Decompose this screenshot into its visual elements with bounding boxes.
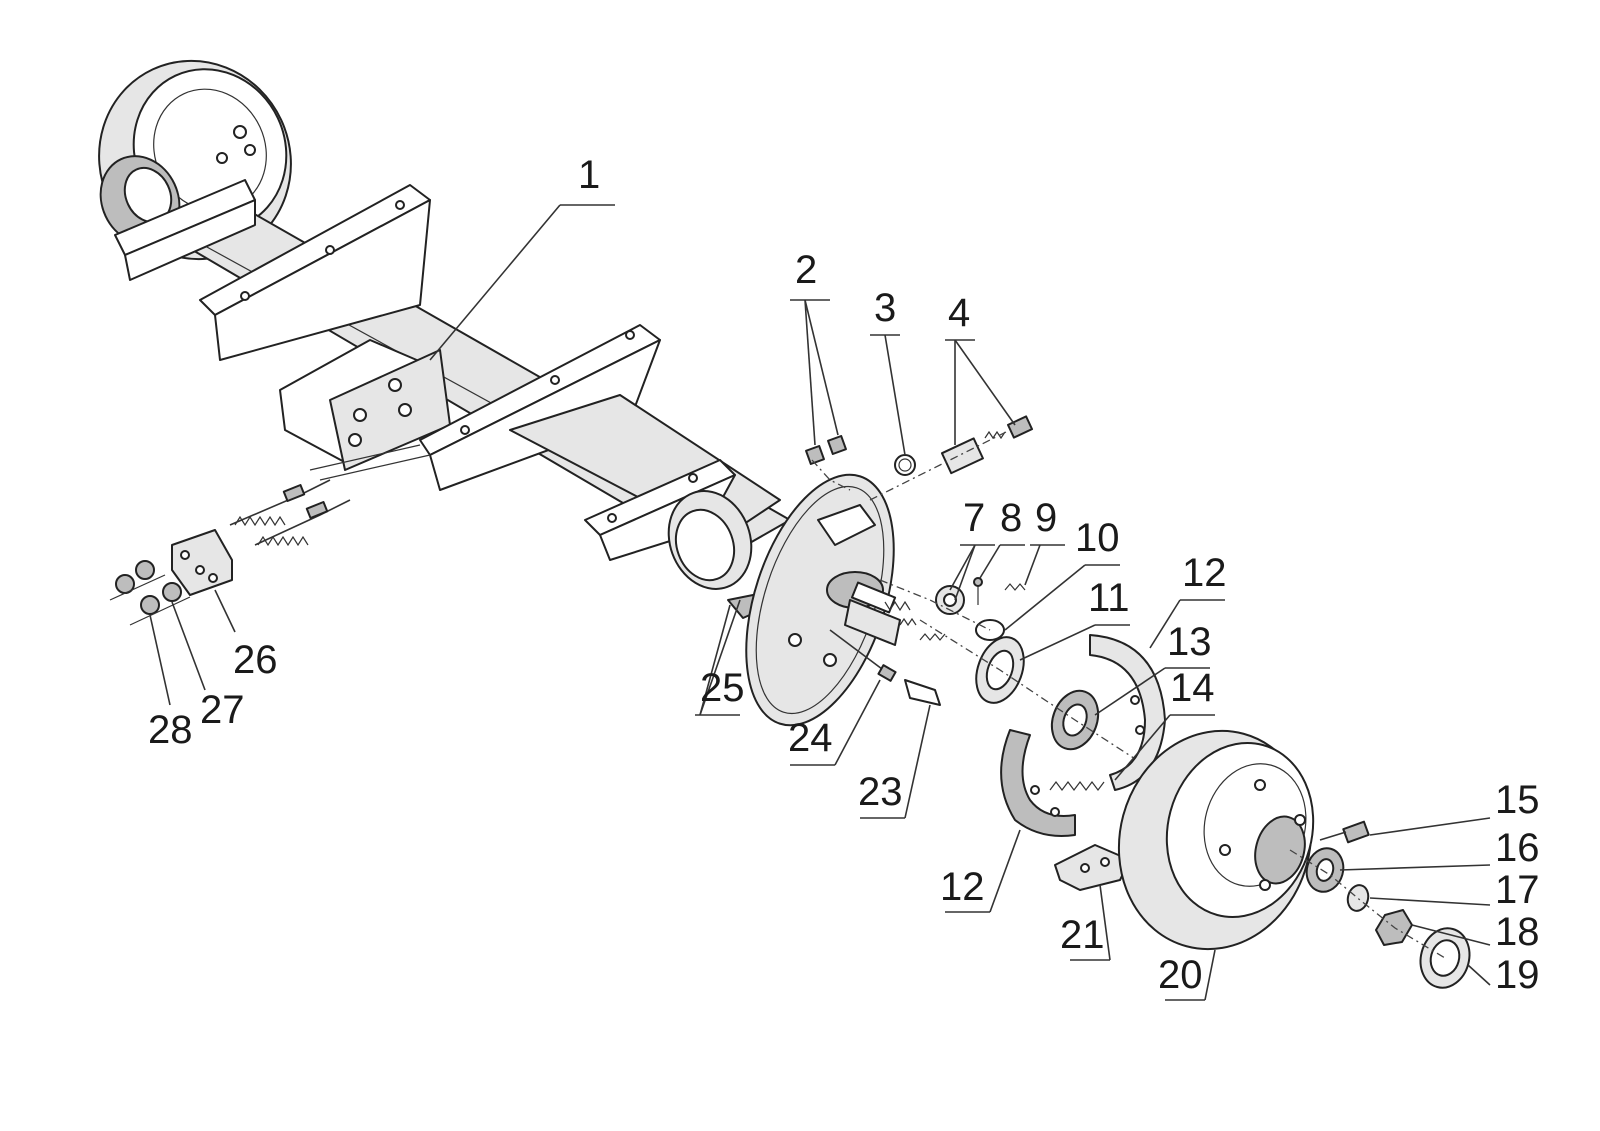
callout-4: 4	[948, 291, 971, 335]
bolts-and-spring-group	[805, 415, 1034, 501]
beam-end-cap	[667, 490, 762, 619]
callout-27: 27	[200, 688, 245, 732]
brake-backing-plate	[745, 473, 911, 727]
inner-bearing	[919, 619, 1161, 776]
brake-shoe-lower	[1000, 729, 1076, 837]
callout-26: 26	[233, 638, 278, 682]
callout-19: 19	[1495, 953, 1540, 997]
callout-11: 11	[1088, 576, 1130, 620]
callout-1: 1	[578, 153, 601, 197]
callout-21: 21	[1060, 913, 1105, 957]
callout-13: 13	[1167, 620, 1212, 664]
brake-drum-hub	[1117, 729, 1315, 951]
callout-15: 15	[1495, 778, 1540, 822]
brake-cables	[229, 479, 351, 547]
callout-18: 18	[1495, 910, 1540, 954]
callout-9: 9	[1035, 496, 1058, 540]
callout-12-upper: 12	[1182, 551, 1227, 595]
hub-fasteners	[1289, 820, 1471, 989]
callout-8: 8	[1000, 496, 1023, 540]
leader-lines	[149, 204, 1491, 1001]
callout-14: 14	[1170, 666, 1215, 710]
callout-20: 20	[1158, 953, 1203, 997]
callout-12-lower: 12	[940, 865, 985, 909]
callout-24: 24	[788, 716, 833, 760]
brake-shoe-upper	[1089, 634, 1166, 791]
callout-23: 23	[858, 770, 903, 814]
callout-10: 10	[1075, 516, 1120, 560]
axle-frame	[114, 179, 791, 561]
callout-3: 3	[874, 286, 897, 330]
callout-2: 2	[795, 248, 818, 292]
adjuster-parts	[879, 577, 1026, 641]
callout-7: 7	[963, 496, 986, 540]
callout-28: 28	[148, 708, 193, 752]
callout-17: 17	[1495, 868, 1540, 912]
callout-16: 16	[1495, 826, 1540, 870]
callout-25: 25	[700, 666, 745, 710]
cable-bracket	[109, 529, 233, 626]
shoe-spring	[1049, 781, 1105, 791]
stub-axle	[829, 599, 941, 706]
adjuster-bracket	[1054, 844, 1131, 891]
